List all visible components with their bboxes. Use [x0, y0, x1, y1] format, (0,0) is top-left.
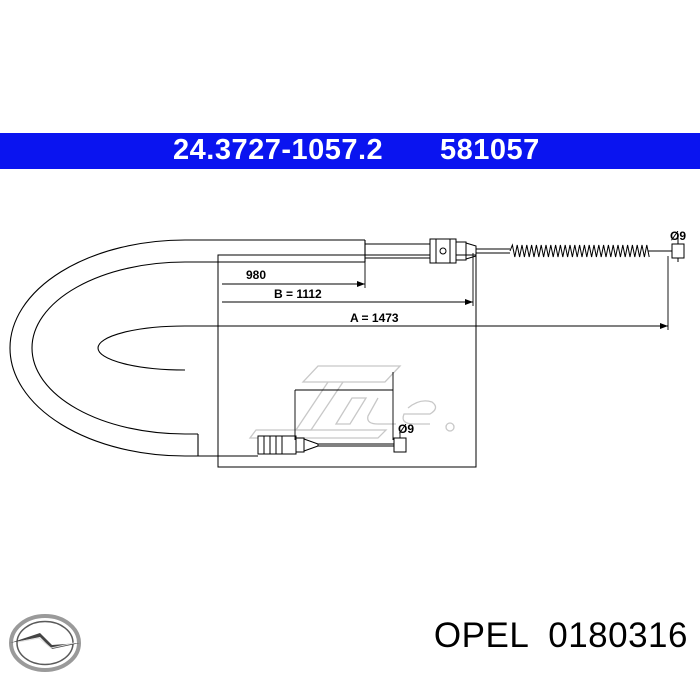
oem-number: 0180316	[548, 616, 688, 655]
title-banner: 24.3727-1057.2 581057	[0, 133, 700, 169]
part-number: 24.3727-1057.2	[173, 134, 384, 166]
diameter-right: Ø9	[670, 229, 686, 243]
dimension-arrows	[357, 281, 668, 329]
lower-fitting	[257, 435, 407, 455]
drawing-frame	[217, 254, 477, 468]
dimension-b: B = 1112	[274, 287, 322, 301]
diameter-lower: Ø9	[398, 422, 414, 436]
spring	[509, 243, 672, 258]
ate-watermark-icon	[248, 365, 455, 439]
upper-fitting	[365, 238, 510, 264]
right-nipple	[671, 236, 685, 262]
footer-part-label: OPEL 0180316	[434, 616, 688, 656]
opel-logo-icon	[9, 614, 81, 672]
cable-sheath	[9, 239, 366, 457]
dimension-lines	[222, 253, 669, 440]
reference-number: 581057	[440, 134, 540, 166]
brand-name: OPEL	[433, 616, 528, 655]
dimension-a: A = 1473	[350, 311, 399, 325]
dimension-980: 980	[246, 268, 266, 282]
